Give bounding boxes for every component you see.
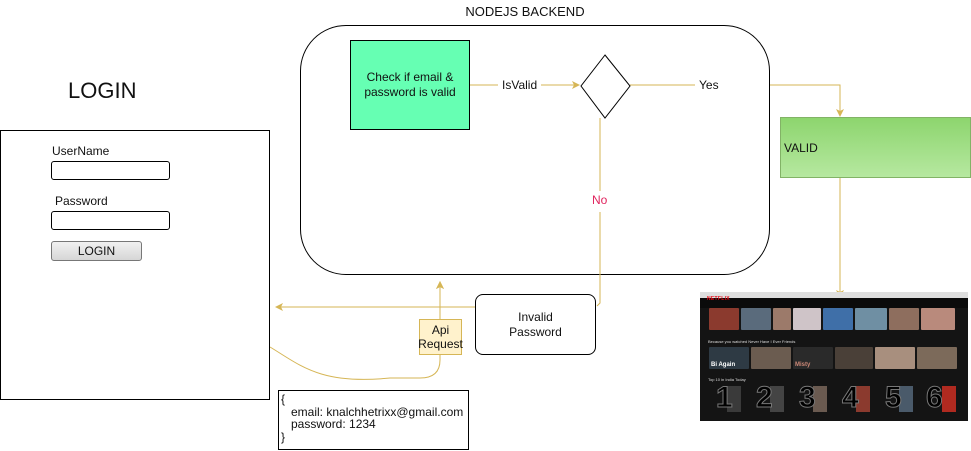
check-credentials-text: Check if email & password is valid bbox=[364, 70, 456, 99]
no-edge-label: No bbox=[590, 193, 610, 207]
json-email-line: email: knalchhetrixx@gmail.com bbox=[291, 404, 464, 419]
top10-rank: 2 bbox=[756, 381, 774, 414]
top10-tile bbox=[727, 386, 741, 412]
poster-tile bbox=[921, 308, 955, 330]
username-field[interactable] bbox=[51, 161, 170, 180]
netflix-homepage-screenshot: NETFLIX Because you watched Never Have I… bbox=[700, 292, 968, 421]
top10-tile bbox=[856, 386, 870, 412]
poster-tile bbox=[793, 308, 821, 330]
top10-tile bbox=[899, 386, 913, 412]
invalid-password-node: Invalid Password bbox=[475, 294, 596, 355]
valid-node: VALID bbox=[780, 117, 971, 178]
check-credentials-node: Check if email & password is valid bbox=[350, 40, 470, 130]
top10-tile bbox=[770, 386, 784, 412]
yes-edge-label: Yes bbox=[697, 78, 721, 92]
top10-tile bbox=[813, 386, 827, 412]
poster-tile bbox=[855, 308, 887, 330]
api-request-node: Api Request bbox=[418, 319, 463, 355]
browser-bar bbox=[700, 292, 968, 298]
poster-tile bbox=[835, 347, 873, 369]
backend-title: NODEJS BACKEND bbox=[465, 4, 585, 19]
isvalid-edge-label: IsValid bbox=[500, 78, 540, 92]
poster-tile bbox=[889, 308, 919, 330]
top10-rank: 4 bbox=[842, 381, 860, 414]
poster-tile bbox=[751, 347, 791, 369]
login-panel: UserName Password LOGIN bbox=[0, 130, 270, 400]
poster-tile: Bi Again bbox=[709, 347, 749, 369]
netflix-nav bbox=[700, 298, 968, 308]
top10-tile bbox=[942, 386, 956, 412]
netflix-logo: NETFLIX bbox=[707, 296, 730, 302]
row-title: Top 10 in India Today bbox=[708, 377, 746, 382]
password-field[interactable] bbox=[51, 211, 170, 230]
json-password-line: password: 1234 bbox=[291, 417, 376, 431]
poster-title: Misty bbox=[795, 362, 811, 368]
poster-tile bbox=[917, 347, 957, 369]
poster-tile bbox=[709, 308, 739, 330]
poster-tile bbox=[741, 308, 771, 330]
top10-rank: 1 bbox=[716, 381, 734, 414]
decision-diamond bbox=[580, 54, 631, 119]
poster-tile bbox=[875, 347, 915, 369]
login-title: LOGIN bbox=[68, 78, 137, 103]
poster-tile bbox=[823, 308, 853, 330]
invalid-password-text: Invalid Password bbox=[509, 309, 562, 339]
json-close-brace: } bbox=[281, 429, 286, 444]
poster-tile bbox=[773, 308, 791, 330]
username-label: UserName bbox=[52, 144, 110, 158]
poster-title: Bi Again bbox=[711, 362, 736, 368]
row-title: Because you watched Never Have I Ever Fr… bbox=[708, 339, 796, 344]
password-label: Password bbox=[55, 194, 108, 208]
login-button[interactable]: LOGIN bbox=[51, 241, 142, 261]
poster-tile: Misty bbox=[793, 347, 833, 369]
json-open-brace: { bbox=[281, 392, 286, 406]
top10-rank: 5 bbox=[885, 381, 903, 414]
edge-login-api-request bbox=[269, 281, 444, 380]
top10-rank: 3 bbox=[799, 381, 817, 414]
top10-rank: 6 bbox=[926, 381, 944, 414]
